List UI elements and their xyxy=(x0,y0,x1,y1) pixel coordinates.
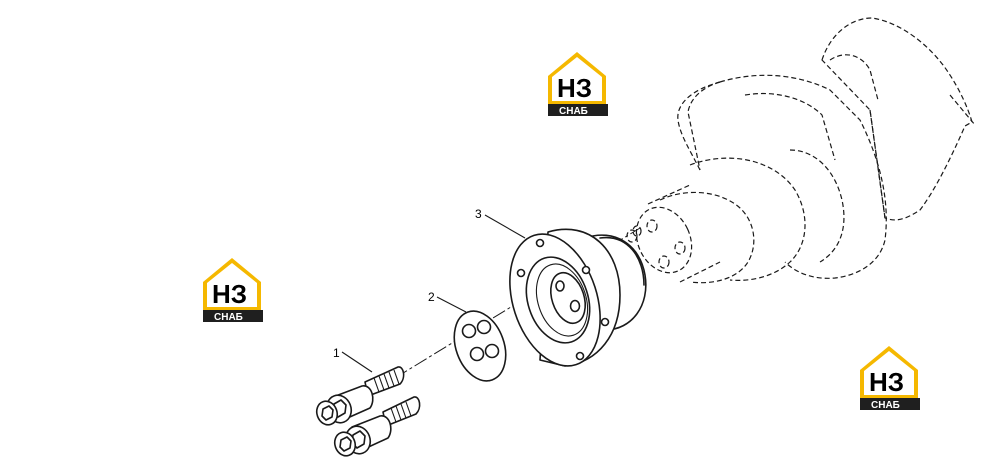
callout-2: 2 xyxy=(428,290,467,313)
plate-washer-part-2 xyxy=(453,310,507,382)
hub-adapter-part-3 xyxy=(509,228,647,367)
leader-line-3 xyxy=(484,214,526,239)
leader-line-2 xyxy=(436,296,467,313)
watermark-small-text: СНАБ xyxy=(871,400,900,411)
callout-number-1: 1 xyxy=(333,346,340,360)
leader-line-1 xyxy=(341,351,373,373)
watermark-small-text: СНАБ xyxy=(559,106,588,117)
watermark-logo-right: НЗ СНАБ xyxy=(860,346,920,411)
watermark-big-text: НЗ xyxy=(212,279,247,309)
callout-number-3: 3 xyxy=(475,207,482,221)
watermark-big-text: НЗ xyxy=(869,367,904,397)
bolt-upper-part-1 xyxy=(315,366,405,426)
watermark-big-text: НЗ xyxy=(557,73,592,103)
bolt-lower-part-1 xyxy=(333,396,421,457)
callout-number-2: 2 xyxy=(428,290,435,304)
watermark-logo-top: НЗ СНАБ xyxy=(548,52,608,117)
watermark-logo-left: НЗ СНАБ xyxy=(203,258,263,323)
callout-1: 1 xyxy=(333,346,373,373)
crankshaft-phantom xyxy=(626,17,976,284)
watermark-small-text: СНАБ xyxy=(214,312,243,323)
callout-3: 3 xyxy=(475,207,526,239)
